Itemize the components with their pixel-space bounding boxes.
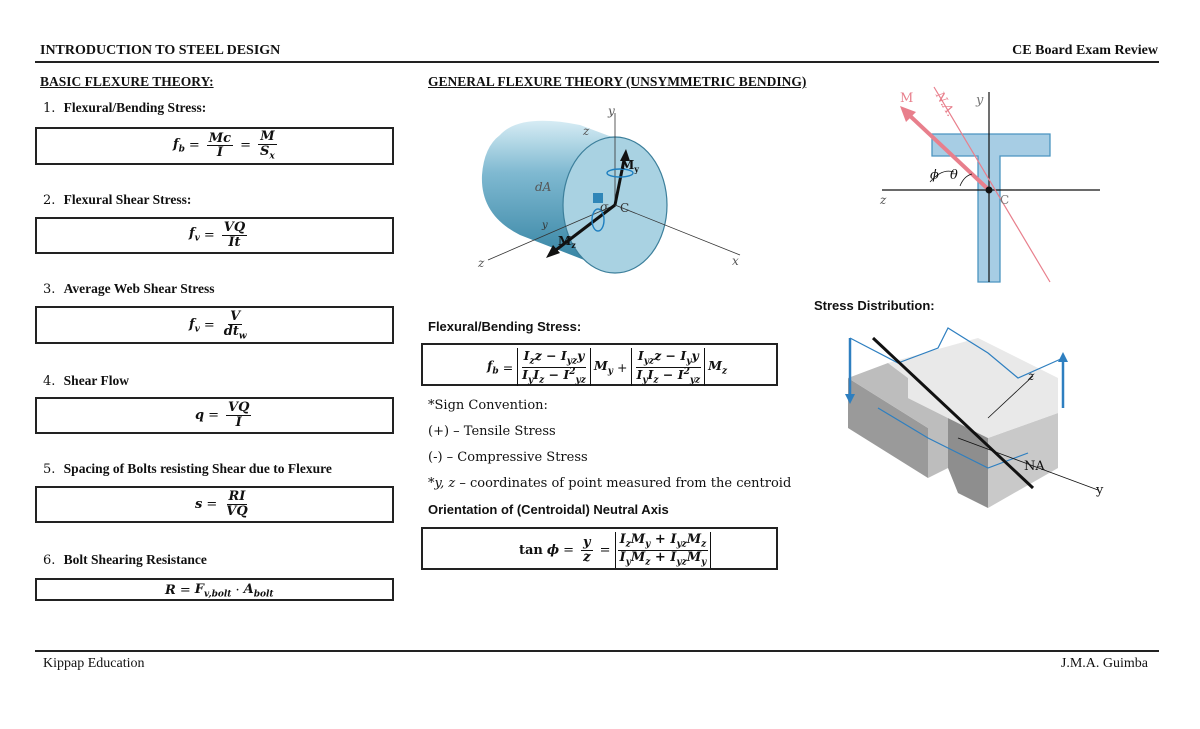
- t-phi-label: ϕ: [930, 168, 939, 183]
- orientation-label: Orientation of (Centroidal) Neutral Axis: [428, 502, 669, 517]
- item-2: 2. Flexural Shear Stress:: [43, 192, 192, 208]
- bolt-resistance-formula: R=Fv,bolt·Abolt: [165, 582, 274, 600]
- general-flexure-title: GENERAL FLEXURE THEORY (UNSYMMETRIC BEND…: [428, 74, 807, 89]
- fig-dA-label: dA: [535, 180, 552, 194]
- item-4: 4. Shear Flow: [43, 373, 130, 389]
- t-na-label: N.A.: [932, 88, 958, 118]
- neutral-axis: [871, 336, 1035, 490]
- my-arrowhead: [620, 149, 630, 161]
- fig-y-small-label: y: [541, 220, 548, 231]
- stress-arrowhead-right: [1058, 352, 1068, 362]
- fig-z-axis-label: z: [477, 256, 485, 270]
- dA-element: [593, 193, 603, 203]
- item-1: 1. Flexural/Bending Stress:: [43, 100, 207, 116]
- fig-sigma-label: σ: [600, 200, 609, 214]
- fig-mz-label: Mz: [558, 234, 576, 250]
- header-rule: [35, 61, 1159, 63]
- stress-na-label: NA: [1024, 459, 1045, 474]
- mz-arrowhead: [546, 245, 560, 258]
- block-web: [848, 363, 948, 478]
- my-rotation-icon: [606, 168, 634, 178]
- mz-rotation-icon: [591, 208, 605, 232]
- stress-distribution-label: Stress Distribution:: [814, 298, 935, 313]
- bending-stress-label: Flexural/Bending Stress:: [428, 319, 582, 334]
- block-left-face: [848, 378, 928, 478]
- footer-left: Kippap Education: [43, 656, 145, 671]
- fig-y-label: y: [607, 104, 615, 118]
- t-m-label: M: [900, 91, 913, 106]
- stress-distribution-figure: z NA y: [845, 327, 1104, 508]
- bolt-resistance-formula-box: R=Fv,bolt·Abolt: [35, 578, 394, 601]
- moment-vector: [906, 112, 991, 192]
- item-3: 3. Average Web Shear Stress: [43, 281, 215, 297]
- block-bottom-face: [948, 418, 988, 508]
- centroid-dot: [985, 186, 993, 194]
- tensile-note: (+) – Tensile Stress: [428, 424, 556, 439]
- block-right-face: [988, 413, 1058, 508]
- theta-arc: [959, 173, 973, 187]
- stress-y-axis: [957, 437, 1099, 491]
- fig-x-axis-label: x: [732, 254, 739, 268]
- neutral-axis-line: [933, 86, 1051, 283]
- t-theta-label: θ: [950, 168, 958, 183]
- fig-c-label: C: [620, 201, 629, 215]
- basic-flexure-title: BASIC FLEXURE THEORY:: [40, 74, 214, 89]
- t-y-label: y: [975, 93, 984, 108]
- coordinates-note: *y, z – coordinates of point measured fr…: [428, 476, 792, 491]
- t-section-shape: [931, 133, 1051, 283]
- fig-z-top-label: z: [582, 124, 590, 138]
- mz-arrow: [551, 203, 616, 255]
- my-arrow: [613, 154, 627, 206]
- doc-header-right: CE Board Exam Review: [1012, 43, 1158, 58]
- t-z-label: z: [879, 193, 887, 207]
- footer-rule: [35, 650, 1159, 652]
- stress-arrowhead-left: [845, 394, 855, 404]
- compressive-note: (-) – Compressive Stress: [428, 450, 588, 465]
- cylinder-bending-figure: y z My dA σ C y Mz z x: [477, 104, 741, 274]
- sign-convention-label: *Sign Convention:: [428, 398, 548, 413]
- stress-z-axis: [987, 375, 1034, 419]
- stress-z-label: z: [1027, 369, 1035, 383]
- phi-arc: [929, 170, 955, 183]
- stress-profile-bottom: [877, 407, 1029, 469]
- fig-my-label: My: [621, 158, 639, 174]
- x-axis-line: [614, 204, 741, 256]
- t-c-label: C: [1000, 193, 1009, 207]
- moment-arrowhead: [900, 106, 916, 122]
- footer-right: J.M.A. Guimba: [1060, 656, 1148, 671]
- block-top: [888, 338, 1058, 438]
- t-section-figure: M N.A. y ϕ θ C z: [879, 86, 1100, 283]
- doc-header-left: INTRODUCTION TO STEEL DESIGN: [40, 43, 281, 58]
- stress-y-label: y: [1095, 483, 1104, 498]
- z-axis-line: [487, 204, 616, 261]
- item-6: 6. Bolt Shearing Resistance: [43, 552, 207, 568]
- item-5: 5. Spacing of Bolts resisting Shear due …: [43, 461, 332, 477]
